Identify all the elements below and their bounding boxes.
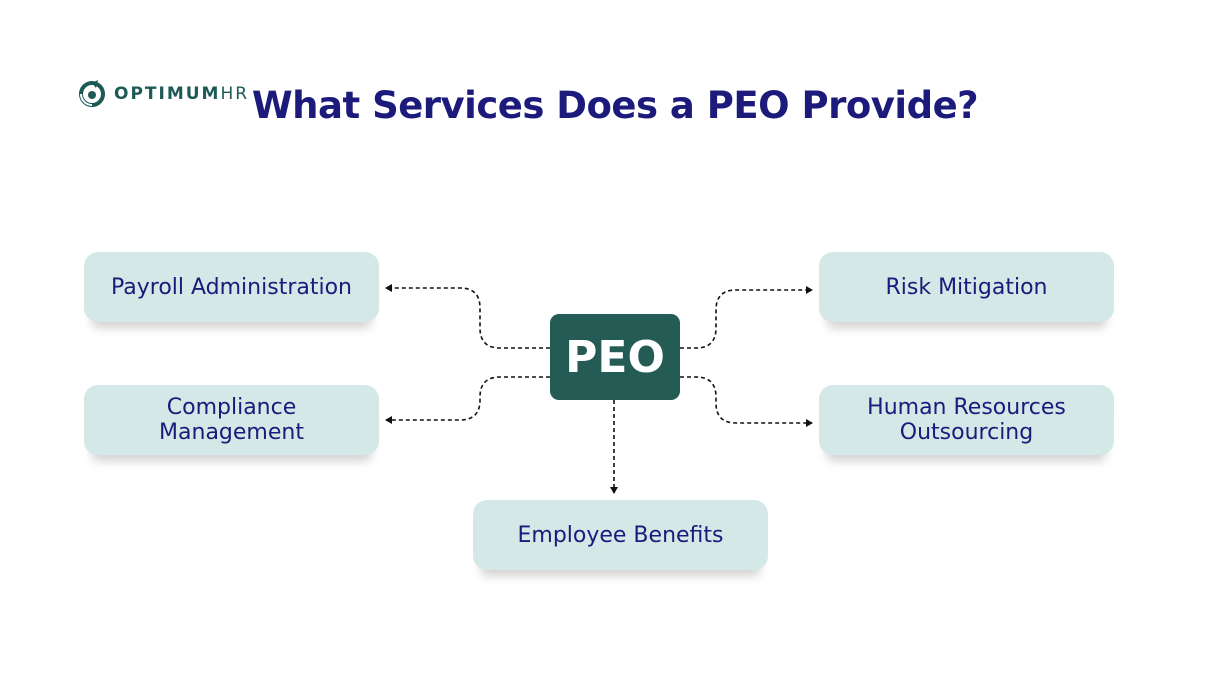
- connector-risk: [680, 286, 813, 349]
- service-hr-outsourcing: Human Resources Outsourcing: [819, 385, 1114, 455]
- connector-payroll: [385, 284, 550, 349]
- connector-compliance: [385, 376, 550, 424]
- peo-center-node: PEO: [550, 314, 680, 400]
- optimumhr-logo: OPTIMUMHR: [78, 80, 249, 108]
- service-payroll-administration: Payroll Administration: [84, 252, 379, 322]
- service-risk-mitigation: Risk Mitigation: [819, 252, 1114, 322]
- logo-text: OPTIMUMHR: [114, 84, 249, 104]
- logo-mark-icon: [79, 80, 105, 107]
- logo-text-bold: OPTIMUM: [114, 84, 221, 104]
- logo-text-light: HR: [220, 84, 250, 104]
- connector-hr: [680, 376, 813, 427]
- service-compliance-management: Compliance Management: [84, 385, 379, 455]
- page-title: What Services Does a PEO Provide?: [251, 84, 979, 127]
- service-employee-benefits: Employee Benefits: [473, 500, 768, 570]
